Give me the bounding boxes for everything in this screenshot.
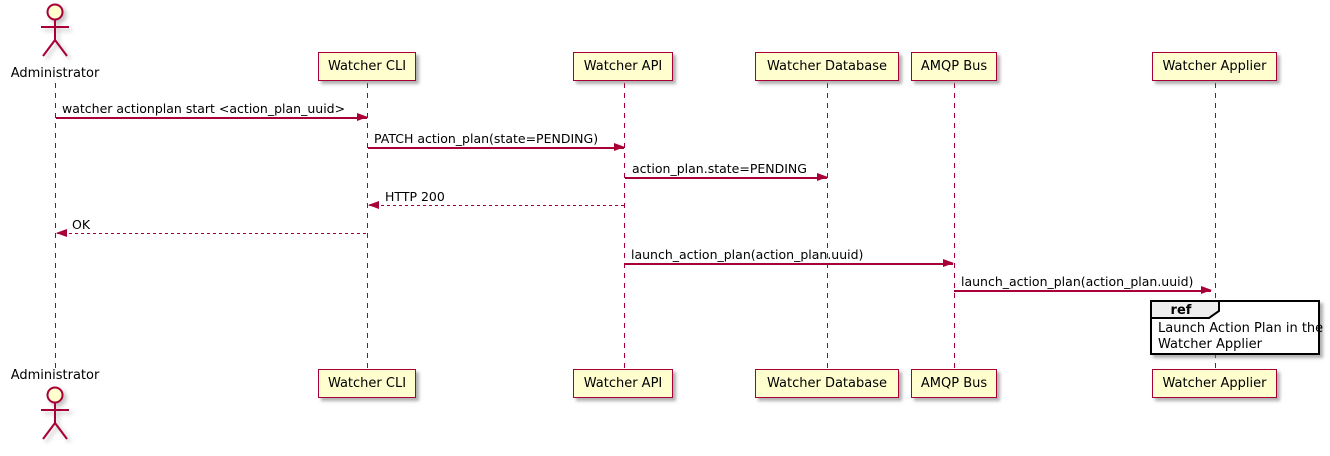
- actor-label-administrator-top: Administrator: [10, 66, 100, 81]
- lifeline-watcher-database: [827, 83, 828, 369]
- participant-watcher-database-top: Watcher Database: [755, 52, 899, 81]
- arrowhead-icon: [817, 173, 828, 181]
- lifeline-watcher-applier: [1215, 83, 1216, 369]
- message-label: launch_action_plan(action_plan.uuid): [631, 247, 864, 262]
- lifeline-amqp-bus: [954, 83, 955, 369]
- message-label: watcher actionplan start <action_plan_uu…: [62, 101, 346, 116]
- message-db-update-state: action_plan.state=PENDING: [625, 161, 828, 181]
- message-label: PATCH action_plan(state=PENDING): [374, 131, 599, 146]
- message-line: [56, 113, 368, 121]
- arrowhead-icon: [56, 229, 67, 237]
- message-label: action_plan.state=PENDING: [632, 161, 807, 176]
- arrowhead-icon: [357, 113, 368, 121]
- administrator-actor-icon-bottom: [36, 385, 74, 449]
- message-launch-action-plan-amqp: launch_action_plan(action_plan.uuid): [625, 247, 954, 267]
- arrowhead-icon: [368, 201, 379, 209]
- message-ok: OK: [56, 217, 367, 237]
- message-line: [625, 259, 954, 267]
- participant-watcher-cli-bottom: Watcher CLI: [318, 369, 416, 398]
- ref-text-line2: Watcher Applier: [1158, 337, 1262, 352]
- message-launch-action-plan-applier: launch_action_plan(action_plan.uuid): [954, 274, 1212, 294]
- message-line: [625, 173, 828, 181]
- ref-fragment: ref Launch Action Plan in the Watcher Ap…: [1150, 300, 1323, 355]
- actor-label-administrator-bottom: Administrator: [10, 368, 100, 383]
- lifeline-administrator: [55, 83, 56, 369]
- message-patch-action-plan: PATCH action_plan(state=PENDING): [368, 131, 625, 151]
- participant-amqp-bus-bottom: AMQP Bus: [911, 369, 997, 398]
- arrowhead-icon: [1201, 286, 1212, 294]
- participant-watcher-api-top: Watcher API: [573, 52, 673, 81]
- administrator-actor-icon: [36, 2, 74, 66]
- ref-tab-icon: [1150, 300, 1220, 319]
- participant-watcher-applier-top: Watcher Applier: [1152, 52, 1277, 81]
- message-line: [56, 229, 367, 237]
- participant-amqp-bus-top: AMQP Bus: [911, 52, 997, 81]
- ref-keyword: ref: [1170, 303, 1192, 318]
- participant-watcher-applier-bottom: Watcher Applier: [1152, 369, 1277, 398]
- lifeline-watcher-cli: [367, 83, 368, 369]
- message-label: OK: [72, 217, 91, 232]
- participant-watcher-cli-top: Watcher CLI: [318, 52, 416, 81]
- arrowhead-icon: [614, 143, 625, 151]
- ref-text-line1: Launch Action Plan in the: [1158, 321, 1324, 336]
- message-line: [368, 201, 624, 209]
- message-line: [368, 143, 625, 151]
- message-http-200: HTTP 200: [368, 189, 624, 209]
- message-label: launch_action_plan(action_plan.uuid): [961, 274, 1194, 289]
- participant-watcher-database-bottom: Watcher Database: [755, 369, 899, 398]
- message-label: HTTP 200: [385, 189, 445, 204]
- message-cli-start: watcher actionplan start <action_plan_uu…: [56, 101, 368, 121]
- message-line: [954, 286, 1212, 294]
- participant-watcher-api-bottom: Watcher API: [573, 369, 673, 398]
- ref-text: Launch Action Plan in the Watcher Applie…: [1158, 321, 1323, 353]
- arrowhead-icon: [943, 259, 954, 267]
- lifeline-watcher-api: [624, 83, 625, 369]
